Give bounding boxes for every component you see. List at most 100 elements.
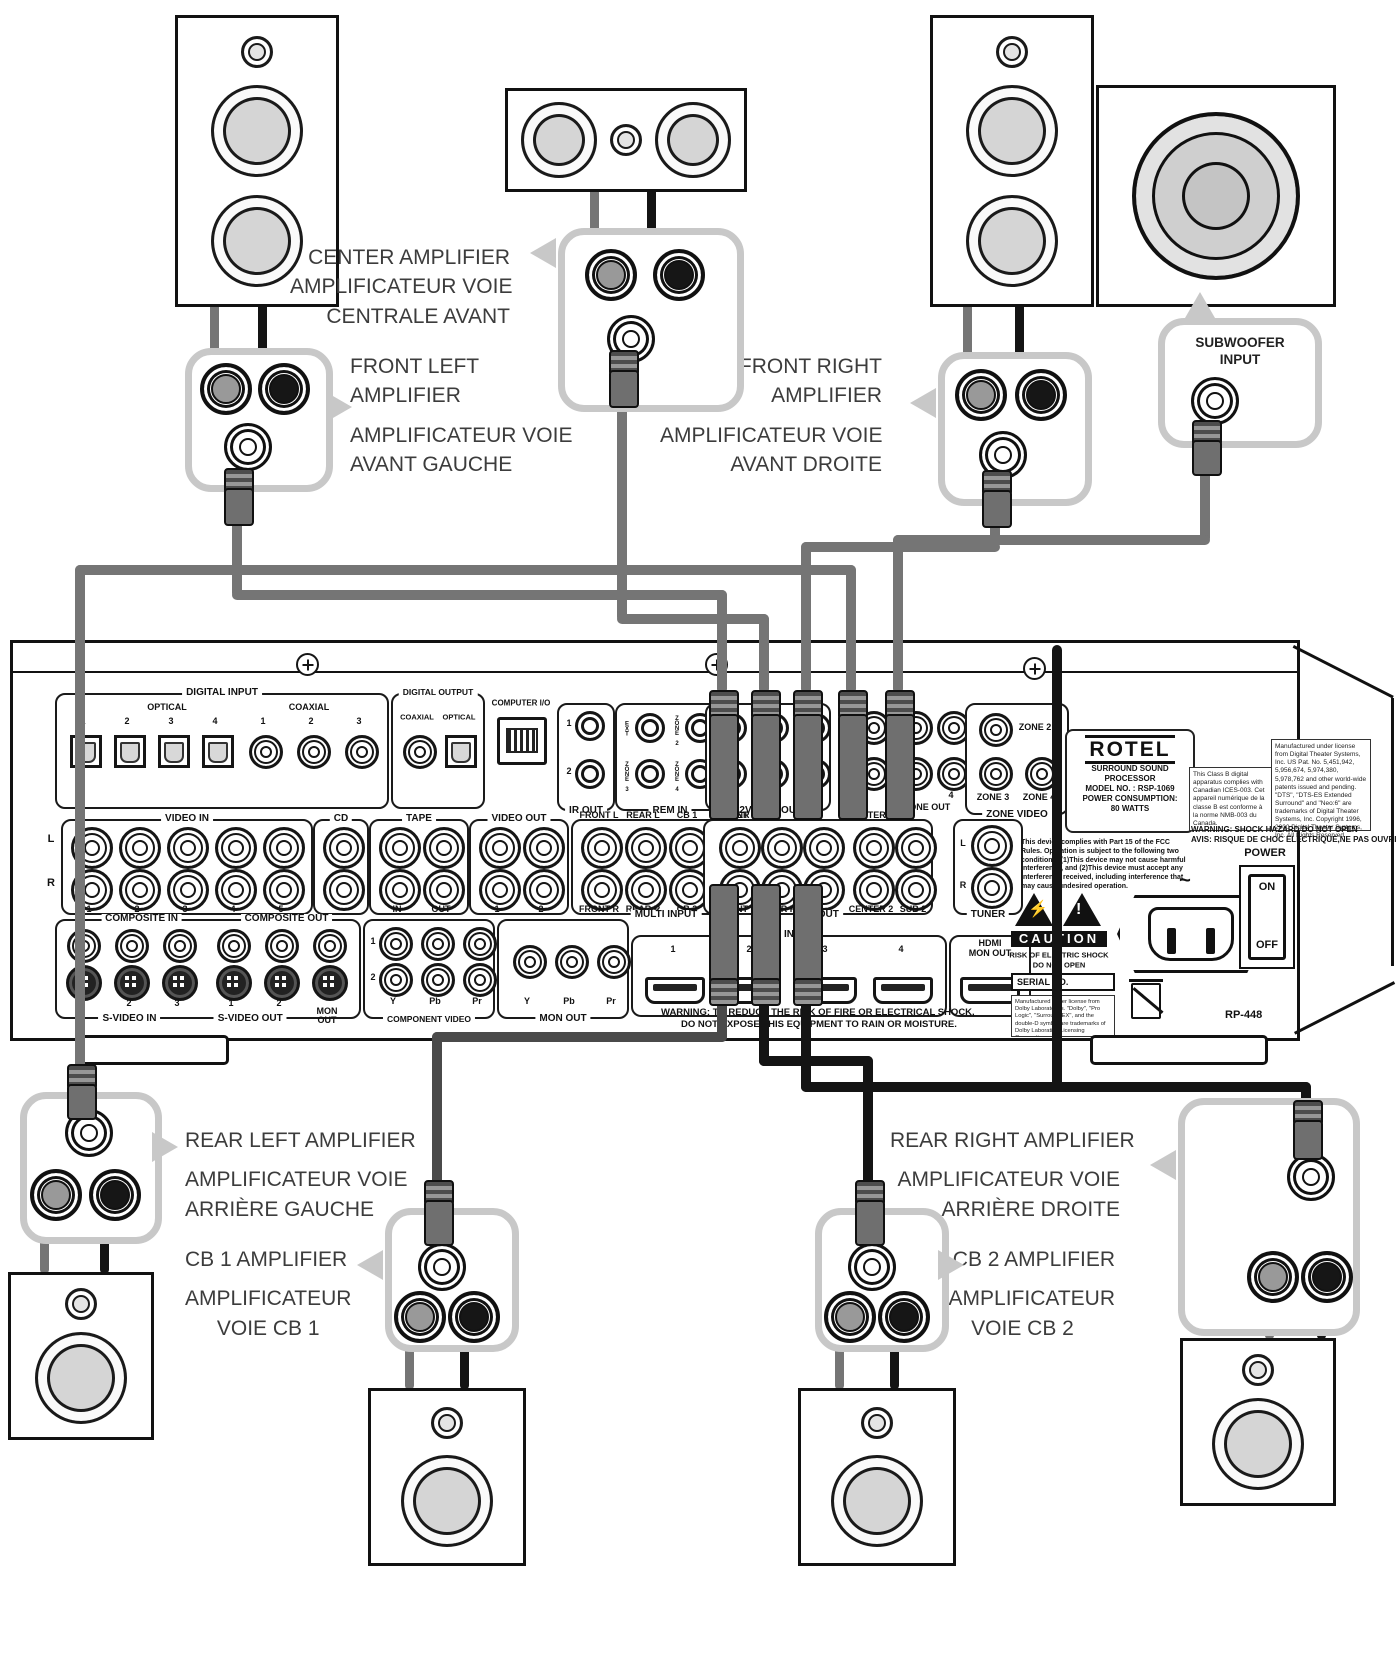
multi-label: REAR L <box>626 810 660 820</box>
serial-label: SERIAL NO. <box>1011 973 1115 991</box>
svideo-jack <box>162 965 198 1001</box>
video-out-group: VIDEO OUT 1 2 <box>469 813 569 915</box>
woofer <box>35 1332 127 1425</box>
multi-label: CB 2 <box>677 904 698 914</box>
rca-jack <box>215 869 257 911</box>
optical-jack <box>158 735 190 768</box>
computer-io-group: COMPUTER I/O <box>487 695 555 805</box>
zone4-label: ZONE 4 <box>674 762 680 792</box>
jack-number: 3 <box>174 998 180 1008</box>
ac-prong <box>1167 928 1176 954</box>
composite-svideo-group: COMPOSITE IN COMPOSITE OUT 1 2 3 1 2 S-V… <box>55 913 361 1025</box>
callout-pointer <box>1185 292 1215 318</box>
jack-number: 5 <box>278 904 284 914</box>
jack-number: 2 <box>308 716 314 726</box>
warning-fire-line2: DO NOT EXPOSE THIS EQUIPMENT TO RAIN OR … <box>681 1019 957 1030</box>
callout-pointer <box>530 238 556 268</box>
optical-label: OPTICAL <box>442 712 476 722</box>
rear-right-amp-label: REAR RIGHT AMPLIFIER AMPLIFICATEUR VOIE … <box>890 1126 1135 1224</box>
tweeter <box>65 1287 97 1320</box>
jack-number: 4 <box>948 790 954 800</box>
jack-number: 2 <box>370 972 376 982</box>
binding-post-gray <box>585 249 637 301</box>
rca-jack <box>167 869 209 911</box>
cable-rear-right <box>801 1000 811 1092</box>
cb1-fr1: AMPLIFICATEUR <box>185 1287 352 1311</box>
cable-cb1 <box>432 1032 727 1042</box>
zone2-label: ZONE 2 <box>1018 722 1052 732</box>
rca-jack <box>119 869 161 911</box>
video-out-label: VIDEO OUT <box>487 813 551 825</box>
digital-output-label: DIGITAL OUTPUT <box>398 688 478 697</box>
multi-input-label: MULTI INPUT <box>630 909 702 920</box>
front-left-en1: FRONT LEFT <box>350 355 480 378</box>
ac-tilde-icon: ~ <box>1179 869 1191 892</box>
cb2-speaker <box>798 1388 956 1566</box>
subwoofer-input-line2: INPUT <box>1219 351 1261 367</box>
binding-post-black <box>878 1291 930 1343</box>
rca-jack <box>379 827 421 869</box>
speaker-wire <box>210 300 219 362</box>
rca-jack <box>379 927 413 961</box>
cable-center <box>759 614 769 694</box>
cable-rear-right <box>1301 1082 1311 1104</box>
rca-jack <box>853 827 895 869</box>
woofer <box>831 1455 923 1547</box>
pr-label: Pr <box>606 996 616 1006</box>
rca-plug <box>838 714 868 820</box>
front-right-fr1: AMPLIFICATEUR VOIE <box>660 423 883 447</box>
cable-cb1 <box>432 1032 442 1212</box>
power-switch[interactable]: ON OFF <box>1239 865 1295 969</box>
rca-jack <box>421 963 455 997</box>
exclamation-triangle-icon: ! <box>1063 893 1101 926</box>
front-right-en1: FRONT RIGHT <box>738 355 882 378</box>
rca-jack <box>263 827 305 869</box>
speaker-wire <box>405 1332 414 1390</box>
cable-cb2 <box>863 1056 873 1212</box>
cable-rear-right <box>1052 645 1062 1090</box>
rear-left-amp-label: REAR LEFT AMPLIFIER AMPLIFICATEUR VOIE A… <box>185 1126 416 1224</box>
rear-left-speaker <box>8 1272 154 1440</box>
rca-jack <box>761 827 803 869</box>
cb2-en: CB 2 AMPLIFIER <box>952 1248 1115 1271</box>
front-right-amp-label: FRONT RIGHT AMPLIFIER AMPLIFICATEUR VOIE… <box>660 352 882 480</box>
cable-front-left <box>232 590 727 600</box>
rca-plug <box>793 978 823 1006</box>
power-off-label: OFF <box>1256 939 1278 951</box>
front-left-amp-callout <box>185 348 333 492</box>
l-label: L <box>960 838 966 848</box>
multi-label: CB 1 <box>676 810 698 820</box>
callout-pointer <box>152 1132 178 1162</box>
computer-io-label: COMPUTER I/O <box>491 698 551 708</box>
subwoofer-input-callout: SUBWOOFER INPUT <box>1158 318 1322 448</box>
rear-right-speaker <box>1180 1338 1336 1506</box>
jack-number: 1 <box>228 998 234 1008</box>
rca-jack <box>625 827 667 869</box>
hdmi-port <box>645 977 705 1004</box>
rear-right-amp-callout <box>1178 1098 1360 1336</box>
callout-pointer <box>938 1250 964 1280</box>
cb1-amp-callout <box>385 1208 519 1352</box>
rca-jack <box>263 869 305 911</box>
rear-left-fr1: AMPLIFICATEUR VOIE <box>185 1168 408 1192</box>
s-video-in-label: S-VIDEO IN <box>98 1013 161 1024</box>
tweeter <box>861 1407 893 1439</box>
rca-jack <box>895 869 937 911</box>
cable-rear-left <box>846 565 856 694</box>
zone3-label: ZONE 3 <box>976 792 1010 802</box>
tuner-group: L R TUNER <box>953 819 1023 920</box>
rca-plug <box>709 884 739 984</box>
cable-cb2 <box>759 1000 769 1066</box>
center-amp-fr1: AMPLIFICATEUR VOIE <box>290 275 513 299</box>
preout-label: CENTER 2 <box>848 904 894 914</box>
woofer <box>655 102 731 178</box>
out-label: OUT <box>431 904 451 914</box>
tweeter <box>610 124 642 156</box>
callout-pointer <box>326 392 352 422</box>
brand-block: ROTEL SURROUND SOUND PROCESSOR MODEL NO.… <box>1065 729 1195 833</box>
power-rocker[interactable] <box>1248 874 1286 960</box>
rca-plug <box>67 1084 97 1120</box>
jack-number: 3 <box>182 904 188 914</box>
svideo-jack <box>312 965 348 1001</box>
front-left-fr1: AMPLIFICATEUR VOIE <box>350 423 573 447</box>
